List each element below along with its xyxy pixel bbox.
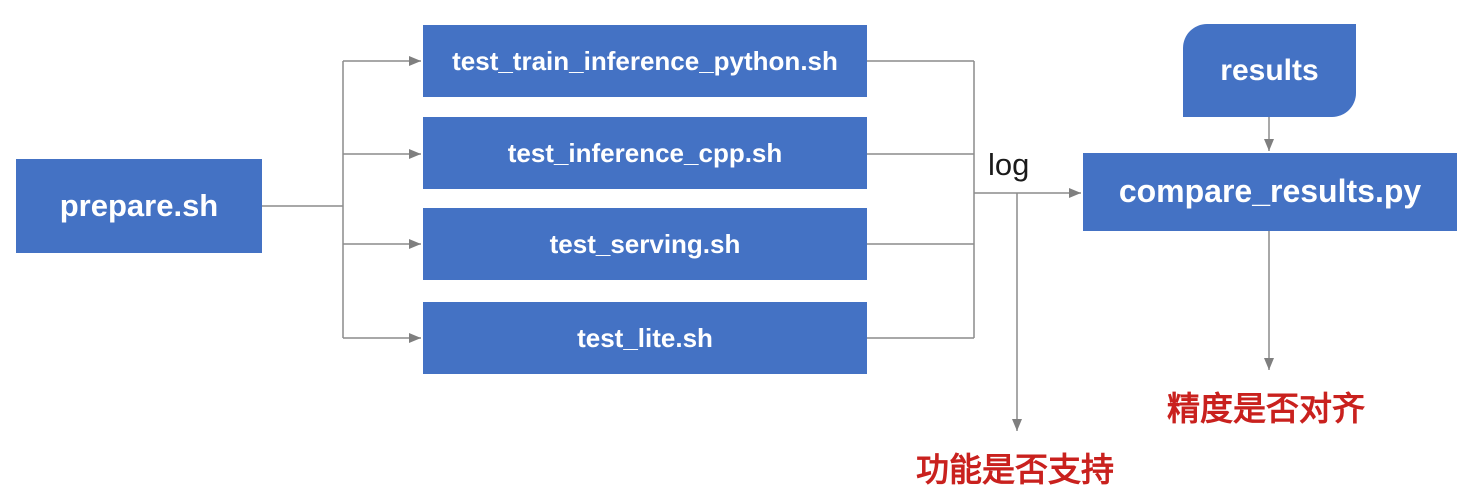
- node-test-lite-sh: test_lite.sh: [423, 302, 867, 374]
- node-test-serving-sh-label: test_serving.sh: [549, 228, 741, 259]
- node-test-inference-cpp-sh: test_inference_cpp.sh: [423, 117, 867, 189]
- node-test-inference-cpp-sh-label: test_inference_cpp.sh: [507, 137, 783, 168]
- node-test-train-inference-python-sh: test_train_inference_python.sh: [423, 25, 867, 97]
- node-prepare-sh-label: prepare.sh: [59, 187, 219, 223]
- node-results-label: results: [1220, 54, 1319, 87]
- log-edge-label: log: [988, 147, 1030, 182]
- node-results: results: [1183, 24, 1356, 117]
- node-test-train-inference-python-sh-label: test_train_inference_python.sh: [452, 45, 838, 76]
- annotation-precision-aligned: 精度是否对齐: [1167, 390, 1365, 427]
- node-test-lite-sh-label: test_lite.sh: [577, 322, 713, 353]
- node-compare-results-py: compare_results.py: [1083, 153, 1457, 231]
- node-prepare-sh: prepare.sh: [16, 159, 262, 253]
- node-compare-results-py-label: compare_results.py: [1118, 173, 1422, 210]
- annotation-function-support: 功能是否支持: [916, 451, 1114, 488]
- node-test-serving-sh: test_serving.sh: [423, 208, 867, 280]
